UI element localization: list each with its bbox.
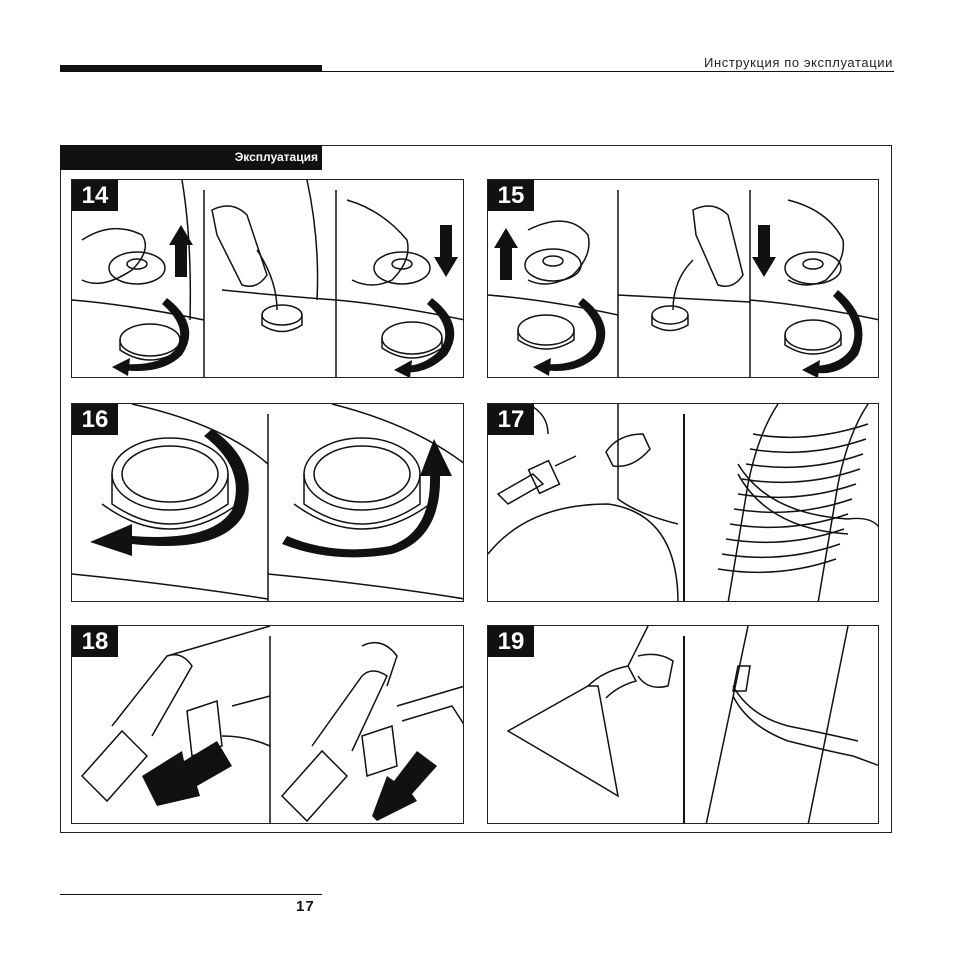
step-number: 14 [72,180,118,211]
step-panel-18: 18 [71,625,464,824]
step-number: 19 [488,626,534,657]
step-16-illustration [72,404,463,601]
header-rule [322,71,894,72]
step-19-illustration [506,626,878,823]
step-number: 18 [72,626,118,657]
step-15-illustration [488,190,878,377]
footer-rule [60,894,322,895]
step-panel-16: 16 [71,403,464,602]
step-number: 15 [488,180,534,211]
header-bar [60,65,322,72]
page-number: 17 [296,898,315,915]
step-number: 16 [72,404,118,435]
section-label: Эксплуатация [60,145,322,170]
step-17-illustration [488,404,878,601]
illustration-frame [60,145,892,833]
step-14-illustration [72,180,463,377]
step-number: 17 [488,404,534,435]
page-header-title: Инструкция по эксплуатации [704,55,893,70]
step-panel-14: 14 [71,179,464,378]
step-panel-17: 17 [487,403,879,602]
step-panel-15: 15 [487,179,879,378]
step-18-illustration [80,626,463,823]
step-panel-19: 19 [487,625,879,824]
